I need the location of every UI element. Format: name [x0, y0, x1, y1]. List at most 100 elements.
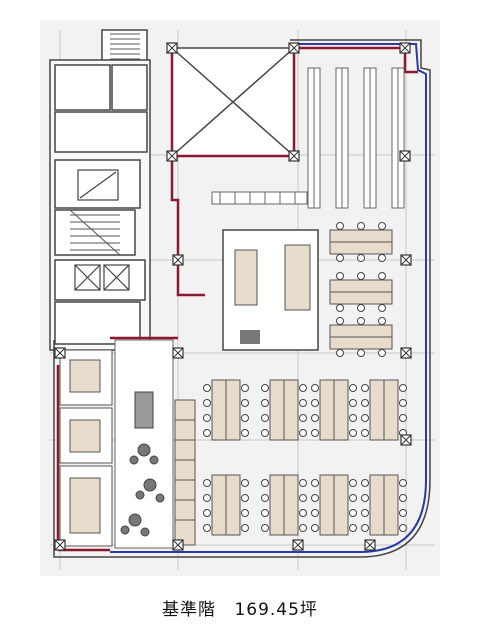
desk-icon: [329, 279, 393, 293]
core-area: [49, 29, 151, 351]
chair-icon: [203, 494, 211, 502]
chair-icon: [261, 479, 269, 487]
chair-icon: [336, 272, 344, 280]
chair-icon: [241, 524, 249, 532]
desk-icon: [369, 474, 385, 536]
chair-icon: [261, 414, 269, 422]
chair-icon: [299, 384, 307, 392]
chair-icon: [399, 399, 407, 407]
stair-icon: [69, 33, 140, 256]
chair-icon: [241, 399, 249, 407]
chair-icon: [203, 509, 211, 517]
chair-icon: [378, 304, 386, 312]
red-boundary: [56, 46, 418, 552]
chair-icon: [241, 509, 249, 517]
elevator-icon: [74, 169, 130, 291]
chair-icon: [361, 494, 369, 502]
right-meeting-tables: [329, 222, 393, 357]
chair-icon: [361, 524, 369, 532]
chair-icon: [299, 509, 307, 517]
desk-icon: [283, 379, 299, 441]
desk-icon: [319, 474, 335, 536]
chair-icon: [311, 509, 319, 517]
chair-icon: [361, 509, 369, 517]
column-icon: [54, 539, 66, 551]
void-x-icon: [171, 47, 295, 157]
chair-icon: [203, 399, 211, 407]
floor-caption: 基準階 169.45坪: [0, 595, 480, 620]
desk-icon: [283, 474, 299, 536]
chair-icon: [336, 304, 344, 312]
chair-icon: [378, 222, 386, 230]
chair-icon: [299, 479, 307, 487]
chair-icon: [299, 524, 307, 532]
chair-icon: [357, 349, 365, 357]
chair-icon: [399, 494, 407, 502]
desk-icon: [269, 474, 285, 536]
chair-icon: [336, 317, 344, 325]
small-shelves: [211, 191, 308, 205]
column-icon: [172, 254, 184, 266]
column-icon: [288, 42, 300, 54]
chair-icon: [241, 384, 249, 392]
chair-icon: [299, 399, 307, 407]
chair-icon: [399, 509, 407, 517]
chair-icon: [349, 524, 357, 532]
desk-icon: [225, 474, 241, 536]
chair-icon: [399, 524, 407, 532]
chair-icon: [357, 317, 365, 325]
floor-plan-svg: [40, 20, 440, 576]
desk-clusters: [203, 379, 407, 536]
shelving-racks: [307, 67, 405, 209]
column-icon: [166, 42, 178, 54]
column-icon: [399, 150, 411, 162]
chair-icon: [378, 349, 386, 357]
chair-icon: [357, 254, 365, 262]
area-label: 169.45坪: [234, 600, 318, 620]
chair-icon: [261, 524, 269, 532]
chair-icon: [299, 494, 307, 502]
chair-icon: [241, 429, 249, 437]
desk-icon: [333, 474, 349, 536]
chair-icon: [336, 349, 344, 357]
desk-icon: [383, 379, 399, 441]
chair-icon: [203, 384, 211, 392]
chair-icon: [241, 414, 249, 422]
blue-boundary: [110, 43, 427, 553]
chair-icon: [349, 509, 357, 517]
chair-icon: [361, 414, 369, 422]
column-icon: [288, 150, 300, 162]
meeting-rooms-left: [59, 349, 113, 547]
chair-icon: [261, 509, 269, 517]
chair-icon: [349, 429, 357, 437]
chair-icon: [311, 399, 319, 407]
column-icon: [54, 347, 66, 359]
column-icon: [292, 539, 304, 551]
chair-icon: [261, 399, 269, 407]
chair-icon: [349, 479, 357, 487]
column-icon: [172, 539, 184, 551]
column-icon: [54, 42, 412, 551]
chair-icon: [361, 479, 369, 487]
chair-icon: [261, 429, 269, 437]
chair-icon: [357, 304, 365, 312]
column-icon: [172, 347, 184, 359]
column-icon: [400, 434, 412, 446]
column-icon: [400, 347, 412, 359]
chair-icon: [378, 254, 386, 262]
chair-icon: [299, 429, 307, 437]
column-icon: [399, 42, 411, 54]
desk-icon: [329, 229, 393, 243]
chair-icon: [261, 384, 269, 392]
chair-icon: [357, 272, 365, 280]
chair-icon: [361, 399, 369, 407]
desk-icon: [225, 379, 241, 441]
chair-icon: [311, 429, 319, 437]
chair-icon: [203, 479, 211, 487]
chair-icon: [299, 414, 307, 422]
chair-icon: [311, 479, 319, 487]
central-meeting-room: [222, 229, 319, 351]
desk-icon: [333, 379, 349, 441]
desk-icon: [383, 474, 399, 536]
chair-icon: [261, 494, 269, 502]
